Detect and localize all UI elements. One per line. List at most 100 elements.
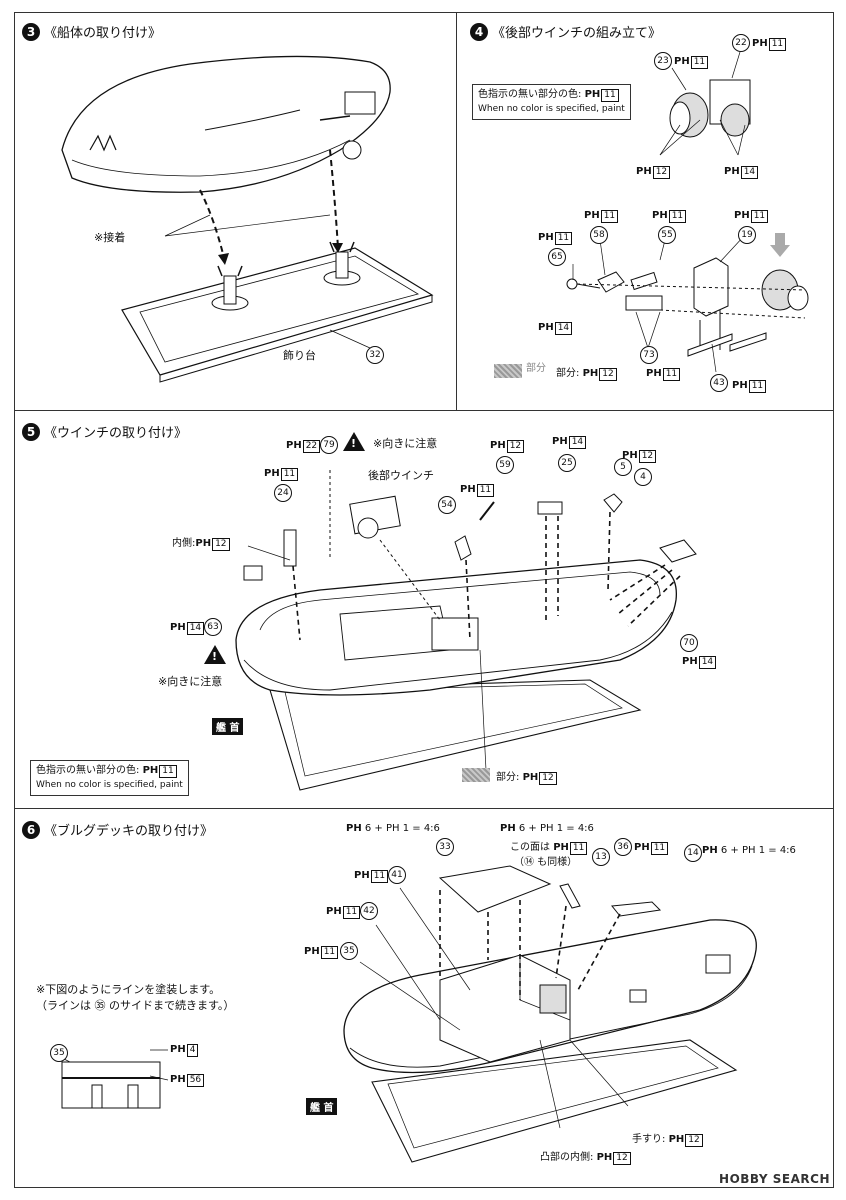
- step-4-header: 4 《後部ウインチの組み立て》: [470, 22, 661, 41]
- part-number: 5: [614, 458, 632, 476]
- line-note: ※下図のようにラインを塗装します。: [36, 983, 221, 996]
- part-number: 19: [738, 226, 756, 244]
- step-3-header: 3 《船体の取り付け》: [22, 22, 161, 41]
- part-number: 23: [654, 52, 672, 70]
- glue-label: ※接着: [94, 231, 126, 244]
- part-number: 73: [640, 346, 658, 364]
- bow-direction: 艦 首: [306, 1098, 338, 1115]
- note-text-en: When no color is specified, paint: [36, 780, 183, 790]
- note-text: 色指示の無い部分の色:: [478, 89, 582, 100]
- part-number: 25: [558, 454, 576, 472]
- also-note: （⑭ も同様）: [514, 857, 578, 868]
- caution-label: ※向きに注意: [158, 675, 223, 688]
- part-number: 24: [274, 484, 292, 502]
- divider: [456, 12, 457, 410]
- part-number: 35: [340, 942, 358, 960]
- swatch-label: 部分: [526, 363, 546, 374]
- mix-color: PH 6 + PH 1 = 4:6: [500, 823, 594, 834]
- warning-icon: !: [343, 432, 365, 451]
- part-number: 42: [360, 902, 378, 920]
- part-number: 35: [50, 1044, 68, 1062]
- note-text-en: When no color is specified, paint: [478, 104, 625, 114]
- mix-color: PH 6 + PH 1 = 4:6: [702, 845, 796, 856]
- part-number: 33: [436, 838, 454, 856]
- part-number: 79: [320, 436, 338, 454]
- warning-icon: !: [204, 645, 226, 664]
- part-number: 65: [548, 248, 566, 266]
- caution-label: ※向きに注意: [373, 437, 438, 450]
- step-number: 4: [470, 22, 488, 41]
- part-number: 63: [204, 618, 222, 636]
- step-title: 《後部ウインチの組み立て》: [492, 26, 662, 41]
- divider: [14, 410, 834, 411]
- step-number: 3: [22, 22, 40, 41]
- divider: [14, 808, 834, 809]
- part-number: 41: [388, 866, 406, 884]
- line-note: （ラインは ㉟ のサイドまで続きます。）: [36, 999, 235, 1012]
- paint-swatch: [462, 768, 490, 782]
- page-frame: [14, 12, 834, 1188]
- part-number: 14: [684, 844, 702, 862]
- part-number: 54: [438, 496, 456, 514]
- paint-swatch: [494, 364, 522, 378]
- rear-winch-label: 後部ウインチ: [368, 469, 434, 482]
- step-title: 《ウインチの取り付け》: [44, 426, 188, 441]
- part-number: 22: [732, 34, 750, 52]
- part-number: 55: [658, 226, 676, 244]
- part-number: 58: [590, 226, 608, 244]
- paint-prefix: PH: [142, 765, 159, 776]
- note-text: 色指示の無い部分の色:: [36, 765, 140, 776]
- part-number: 4: [634, 468, 652, 486]
- watermark: HOBBY SEARCH: [719, 1172, 830, 1186]
- step-6-header: 6 《ブルグデッキの取り付け》: [22, 820, 213, 839]
- stand-label: 飾り台: [283, 349, 316, 362]
- part-number: 13: [592, 848, 610, 866]
- step-number: 6: [22, 820, 40, 839]
- step-title: 《ブルグデッキの取り付け》: [44, 824, 214, 839]
- part-number: 32: [366, 346, 384, 364]
- part-number: 36: [614, 838, 632, 856]
- part-number: 43: [710, 374, 728, 392]
- part-number: 59: [496, 456, 514, 474]
- step-title: 《船体の取り付け》: [44, 26, 162, 41]
- mix-color: PH 6 + PH 1 = 4:6: [346, 823, 440, 834]
- step-5-header: 5 《ウインチの取り付け》: [22, 422, 187, 441]
- part-number: 70: [680, 634, 698, 652]
- step-number: 5: [22, 422, 40, 441]
